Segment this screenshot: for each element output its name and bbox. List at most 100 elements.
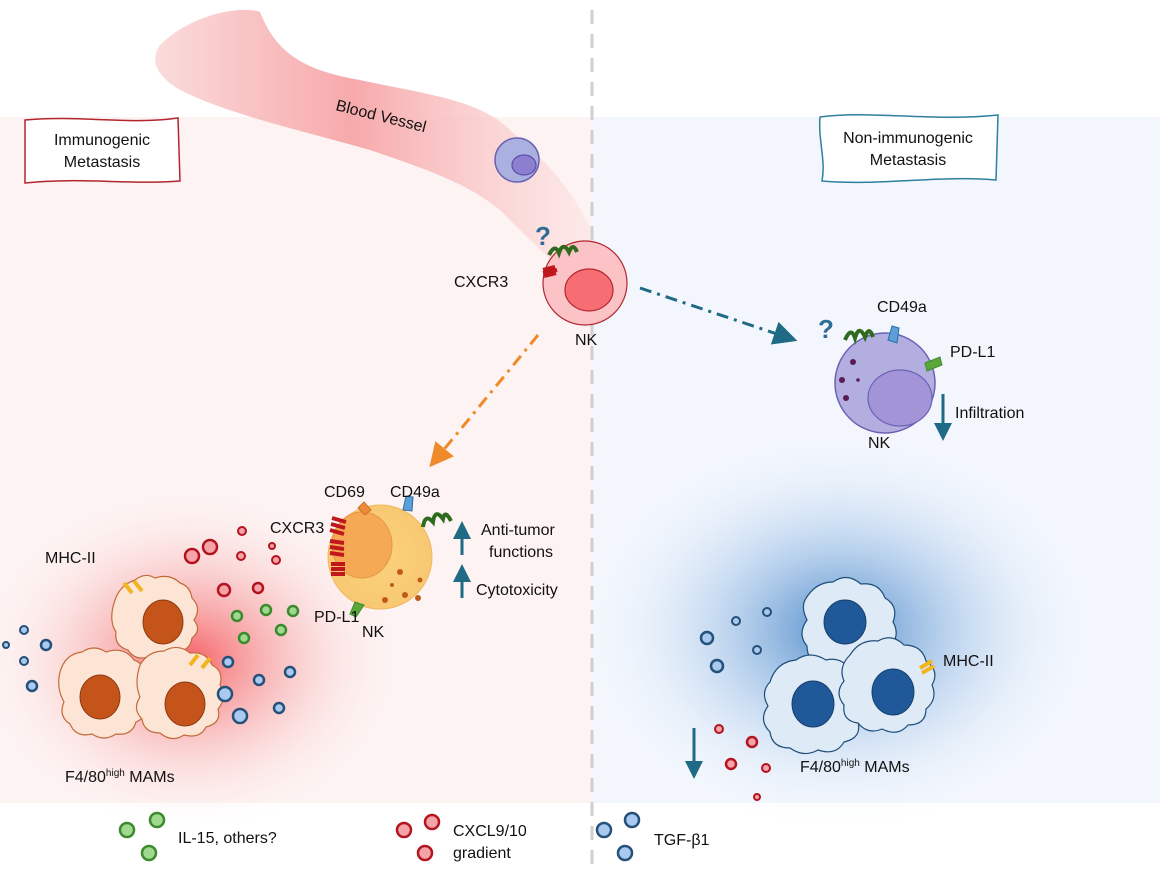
legend-tgf: TGF-β1 <box>595 811 710 862</box>
cxcl-molecule-dot <box>268 542 276 550</box>
imm-cd49a-label: CD49a <box>390 484 440 501</box>
nonimm-cd49a-receptor <box>887 325 900 344</box>
nonimm-pdl1-label: PD-L1 <box>950 344 995 361</box>
imm-cxcr3-receptor-3 <box>331 562 345 576</box>
tgf-molecule-dot <box>231 707 249 725</box>
left-mhc2-receptor-2 <box>188 653 212 670</box>
left-title-box <box>24 117 181 184</box>
imm-cd49a-receptor <box>402 495 414 512</box>
left-macrophage-2-nucleus <box>79 674 121 720</box>
right-mhc2-receptor <box>918 659 936 675</box>
infiltration-label: Infiltration <box>955 405 1024 422</box>
imm-nk-label: NK <box>362 624 385 641</box>
left-macrophage-1-nucleus <box>142 599 184 645</box>
left-mams-label: F4/80high MAMs <box>65 768 175 786</box>
il15-molecule-dot <box>274 623 288 637</box>
legend-il15-dot <box>140 844 158 862</box>
tgf-molecule-dot <box>39 638 53 652</box>
legend-il15-dot <box>118 821 136 839</box>
cxcl-molecule-dot <box>271 555 281 565</box>
imm-cd69-receptor <box>357 501 372 516</box>
nonimm-nk-label: NK <box>868 435 891 452</box>
cxcr3-receptor <box>542 265 558 278</box>
cxcl-molecule-dot <box>724 757 738 771</box>
il15-molecule-dot <box>286 604 300 618</box>
legend-il15-label: IL-15, others? <box>178 830 277 847</box>
imm-pdl1-receptor <box>349 601 365 618</box>
cxcl-molecule-dot <box>745 735 759 749</box>
imm-cxcr3-label: CXCR3 <box>270 520 324 537</box>
imm-pdl1-label: PD-L1 <box>314 609 359 626</box>
cxcl-molecule-dot <box>201 538 219 556</box>
tgf-molecule-dot <box>221 655 235 669</box>
circulating-cell-nucleus <box>511 154 537 176</box>
left-mhc2-label: MHC-II <box>45 550 96 567</box>
il15-molecule-dot <box>259 603 273 617</box>
nonimm-cd49a-label: CD49a <box>877 299 927 316</box>
tgf-molecule-dot <box>2 641 10 649</box>
anti-tumor-line2: functions <box>489 544 553 561</box>
circulating-nk-label: NK <box>575 332 598 349</box>
blood-vessel <box>155 9 595 301</box>
molecule-dots <box>2 526 772 801</box>
legend-tgf-dot <box>623 811 641 829</box>
tgf-molecule-dot <box>25 679 39 693</box>
legend-cxcl-dot <box>416 844 434 862</box>
imm-cxcr3-receptor-1 <box>329 516 347 536</box>
legend-cxcl-dot <box>395 821 413 839</box>
tgf-molecule-dot <box>709 658 725 674</box>
left-title-line1: Immunogenic <box>54 132 150 149</box>
legend-tgf-label: TGF-β1 <box>654 832 710 849</box>
cytotoxicity-label: Cytotoxicity <box>476 582 558 599</box>
legend-tgf-dot <box>595 821 613 839</box>
legend-cxcl-label-1: CXCL9/10 <box>453 823 527 840</box>
cxcl-molecule-dot <box>761 763 771 773</box>
cxcl-molecule-dot <box>251 581 265 595</box>
arrow-to-non-immunogenic <box>639 286 798 345</box>
right-title-box <box>818 113 999 184</box>
imm-cd69-label: CD69 <box>324 484 365 501</box>
right-mams-label: F4/80high MAMs <box>800 758 910 776</box>
tgf-molecule-dot <box>731 616 741 626</box>
legend-cxcl-dot <box>423 813 441 831</box>
unknown-receptor <box>547 244 579 259</box>
cxcl-molecule-dot <box>216 582 232 598</box>
legend-cxcl-label-2: gradient <box>453 845 511 862</box>
imm-unknown-receptor <box>421 512 453 528</box>
left-title-line2: Metastasis <box>64 154 140 171</box>
cxcl-molecule-dot <box>183 547 201 565</box>
immunogenic-nk-cell <box>327 495 453 618</box>
tgf-molecule-dot <box>699 630 715 646</box>
cxcl-molecule-dot <box>237 526 247 536</box>
legend-tgf-dot <box>616 844 634 862</box>
nonimm-unknown-receptor <box>843 328 875 345</box>
right-macrophage-2-nucleus <box>791 680 835 728</box>
non-immunogenic-nk-cell <box>834 325 943 434</box>
left-macrophage-3-nucleus <box>164 681 206 727</box>
legend-il15-dot <box>148 811 166 829</box>
tgf-molecule-dot <box>19 656 29 666</box>
tgf-molecule-dot <box>19 625 29 635</box>
tgf-molecule-dot <box>762 607 772 617</box>
tgf-molecule-dot <box>252 673 266 687</box>
tgf-molecule-dot <box>272 701 286 715</box>
imm-cxcr3-receptor-2 <box>329 539 345 557</box>
nonimm-question: ? <box>818 314 834 344</box>
right-macrophage-1-nucleus <box>823 599 867 645</box>
tgf-molecule-dot <box>216 685 234 703</box>
legend-cxcl: CXCL9/10 gradient <box>395 813 527 862</box>
right-title-line2: Metastasis <box>870 152 946 169</box>
cxcl-molecule-dot <box>714 724 724 734</box>
il15-molecule-dot <box>237 631 251 645</box>
cxcl-molecule-dot <box>236 551 246 561</box>
il15-molecule-dot <box>230 609 244 623</box>
anti-tumor-line1: Anti-tumor <box>481 522 555 539</box>
cxcl-molecule-dot <box>753 793 761 801</box>
left-mhc2-receptor-1 <box>122 579 144 595</box>
right-mhc2-label: MHC-II <box>943 653 994 670</box>
legend-il15: IL-15, others? <box>118 811 277 862</box>
nonimm-pdl1-receptor <box>924 356 943 372</box>
tgf-molecule-dot <box>752 645 762 655</box>
circulating-nk-cell: ? <box>535 221 628 326</box>
